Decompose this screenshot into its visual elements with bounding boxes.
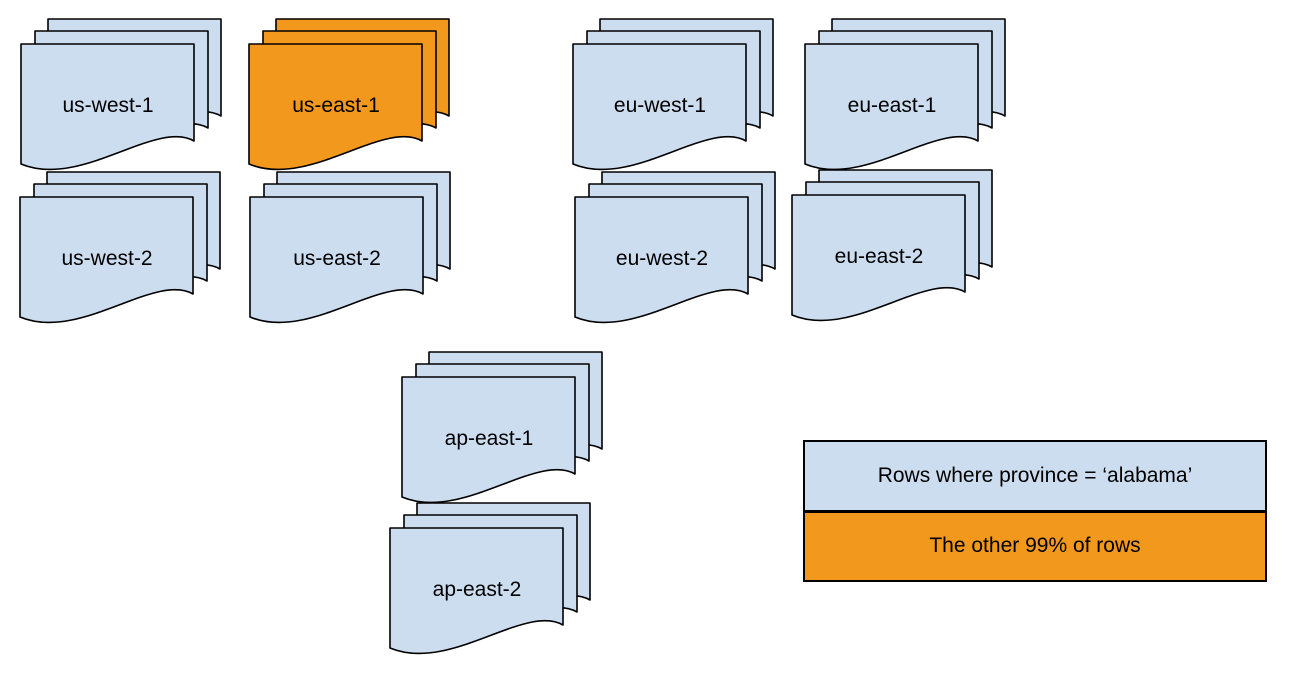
document-shape-front [389, 527, 564, 655]
legend-item-alabama-rows: Rows where province = ‘alabama’ [805, 442, 1265, 510]
legend-item-label: Rows where province = ‘alabama’ [877, 463, 1193, 487]
region-stack-ap-east-1: ap-east-1 [401, 351, 603, 505]
document-shape-front [574, 196, 749, 324]
region-label: eu-west-2 [616, 247, 708, 270]
region-stack-us-east-1: us-east-1 [248, 18, 450, 172]
region-label: us-west-2 [61, 247, 152, 270]
legend-item-label: The other 99% of rows [929, 534, 1141, 558]
document-shape-front [791, 194, 966, 322]
document-shape-front [20, 43, 195, 171]
document-shape-front [249, 196, 424, 324]
document-shape-front [804, 43, 979, 171]
region-label: ap-east-1 [445, 427, 534, 450]
legend-item-other-rows: The other 99% of rows [805, 509, 1265, 580]
region-label: eu-west-1 [614, 94, 706, 117]
legend: Rows where province = ‘alabama’ The othe… [803, 440, 1267, 582]
document-shape-front [19, 196, 194, 324]
region-stack-eu-east-1: eu-east-1 [804, 18, 1006, 172]
region-stack-eu-east-2: eu-east-2 [791, 169, 993, 323]
region-stack-us-west-1: us-west-1 [20, 18, 222, 172]
region-stack-us-east-2: us-east-2 [249, 171, 451, 325]
region-label: eu-east-1 [848, 94, 937, 117]
region-stack-eu-west-2: eu-west-2 [574, 171, 776, 325]
region-label: eu-east-2 [835, 245, 924, 268]
region-label: ap-east-2 [433, 578, 522, 601]
region-stack-us-west-2: us-west-2 [19, 171, 221, 325]
document-shape-front [572, 43, 747, 171]
document-shape-front [401, 376, 576, 504]
region-label: us-east-1 [292, 94, 380, 117]
region-label: us-west-1 [62, 94, 153, 117]
document-shape-front [248, 43, 423, 171]
region-stack-eu-west-1: eu-west-1 [572, 18, 774, 172]
region-label: us-east-2 [293, 247, 381, 270]
region-stack-ap-east-2: ap-east-2 [389, 502, 591, 656]
